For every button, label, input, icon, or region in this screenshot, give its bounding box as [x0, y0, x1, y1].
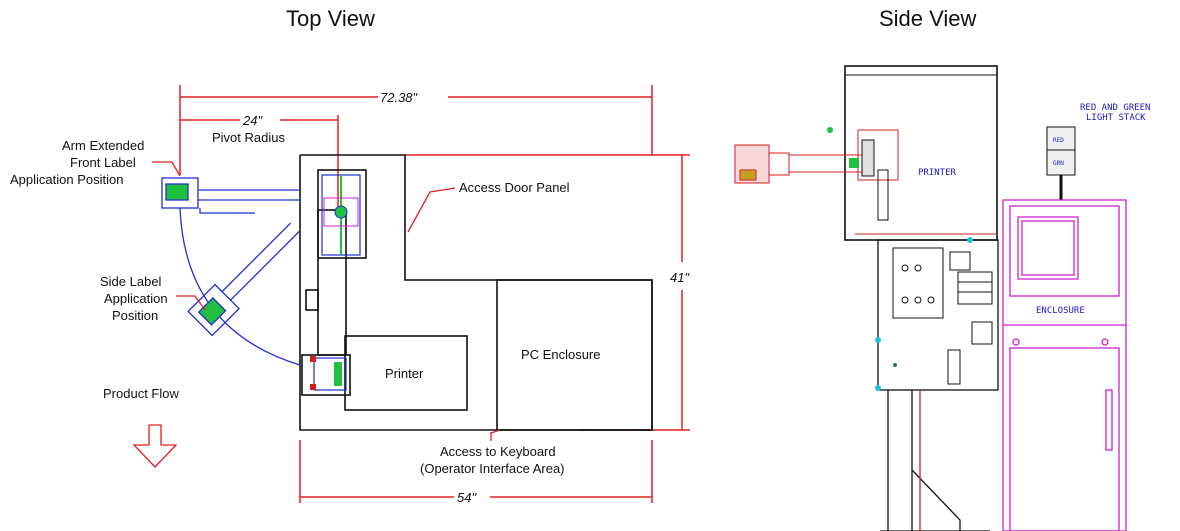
arm-extended-line2: Front Label: [70, 155, 136, 170]
enclosure-cabinet: [1002, 199, 1127, 531]
overall-width-label: 72.38": [380, 90, 419, 105]
side-view-drawing: PRINTER: [734, 65, 1150, 531]
side-label-arm: [187, 222, 300, 337]
printer-label: Printer: [385, 366, 424, 381]
light-stack-line1: RED AND GREEN: [1080, 103, 1150, 113]
dimension-pivot-offset: [180, 115, 339, 210]
product-flow-label: Product Flow: [103, 386, 179, 401]
control-panel: [892, 247, 993, 385]
side-view-title: Side View: [879, 6, 977, 31]
access-keyboard-line2: (Operator Interface Area): [420, 461, 565, 476]
pivot-head: [321, 174, 361, 256]
side-label-line2: Application: [104, 291, 168, 306]
access-door-label: Access Door Panel: [459, 180, 570, 195]
light-stack-line2: LIGHT STACK: [1086, 113, 1146, 123]
printer-applicator-detail: [310, 356, 347, 391]
machine-outline: [299, 154, 653, 431]
leader-lines: [152, 161, 501, 441]
side-arm: [734, 129, 899, 221]
light-green-label: GRN: [1053, 160, 1064, 167]
support-stand: [877, 239, 999, 531]
depth-label: 41": [670, 270, 690, 285]
dimension-base-width: [299, 440, 653, 503]
top-view-title: Top View: [286, 6, 375, 31]
light-stack: [1046, 126, 1076, 200]
arm-extended-line3: Application Position: [10, 172, 123, 187]
side-label-line3: Position: [112, 308, 158, 323]
dimension-depth: [405, 154, 690, 431]
side-label-line1: Side Label: [100, 274, 162, 289]
access-keyboard-line1: Access to Keyboard: [440, 444, 556, 459]
base-width-label: 54": [457, 490, 477, 505]
light-red-label: RED: [1053, 137, 1064, 144]
pivot-offset-label: 24": [242, 113, 263, 128]
top-view-drawing: 72.38" 24" 41" 54": [10, 85, 690, 505]
enclosure-label: ENCLOSURE: [1036, 306, 1085, 316]
arm-extended-line1: Arm Extended: [62, 138, 144, 153]
dimension-overall-width: [179, 85, 653, 175]
product-flow-arrow-icon: [132, 424, 178, 468]
front-label-arm: [161, 177, 300, 214]
printer-label-side: PRINTER: [918, 168, 957, 178]
pivot-radius-label: Pivot Radius: [212, 130, 285, 145]
pc-enclosure-label: PC Enclosure: [521, 347, 600, 362]
